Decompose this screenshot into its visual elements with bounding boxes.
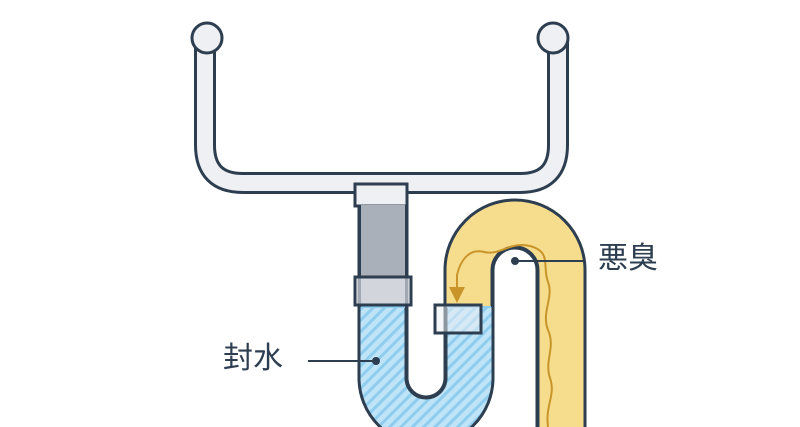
arrow-down-icon — [449, 287, 465, 303]
odor-path-line — [456, 243, 553, 427]
drain-collar — [353, 182, 409, 208]
joint-collar-right — [433, 303, 483, 335]
water-seal-label: 封水 — [223, 341, 283, 376]
sink-basin — [190, 21, 570, 194]
water-seal-region — [360, 307, 492, 427]
odor-label: 悪臭 — [598, 241, 658, 276]
joint-collar-left — [353, 275, 413, 307]
